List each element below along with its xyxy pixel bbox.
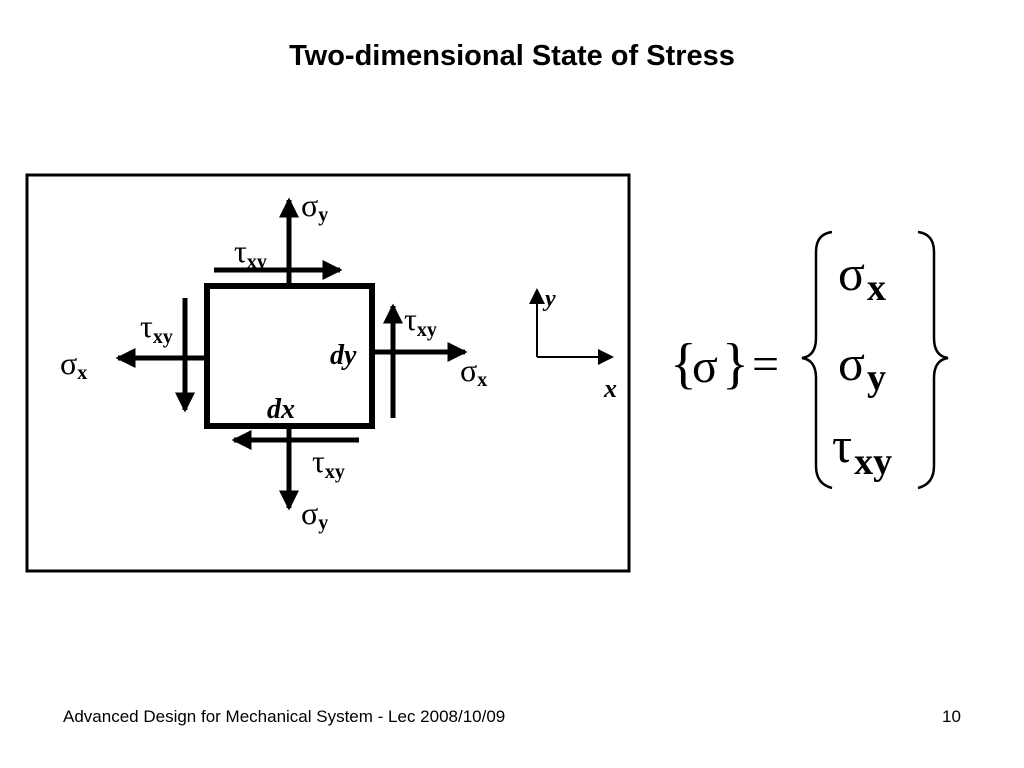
- dx-label: dx: [267, 394, 295, 425]
- sigma-y-bottom-label: σy: [301, 495, 328, 534]
- tau-left-label: τxy: [140, 308, 173, 348]
- vector-entry-sigma-y: σy: [838, 335, 886, 399]
- sigma-x-left-label: σx: [60, 345, 87, 384]
- vector-right-brace: [917, 230, 949, 490]
- lhs-close-brace: }: [722, 333, 749, 395]
- tau-right-label: τxy: [404, 301, 437, 341]
- axis-y-label: y: [542, 286, 556, 312]
- page-number: 10: [942, 707, 961, 726]
- sigma-y-top-label: σy: [301, 187, 328, 226]
- vector-entry-tau-xy: τxy: [832, 417, 892, 483]
- slide-title: Two-dimensional State of Stress: [289, 40, 735, 72]
- lhs-open-brace: {: [670, 333, 697, 395]
- axis-x-label: x: [603, 374, 617, 403]
- tau-bottom-label: τxy: [312, 443, 345, 483]
- vector-entry-sigma-x: σx: [838, 245, 886, 309]
- diagram-frame: [25, 173, 631, 573]
- footer-text: Advanced Design for Mechanical System - …: [63, 707, 506, 726]
- sigma-x-right-label: σx: [460, 352, 487, 391]
- vector-left-brace: [801, 230, 833, 490]
- stress-vector-equation: { σ } = σx σy τxy: [670, 230, 949, 490]
- tau-top-label: τxy: [234, 233, 267, 273]
- equals-sign: =: [752, 338, 779, 391]
- lhs-sigma: σ: [692, 340, 718, 393]
- dy-label: dy: [330, 340, 357, 371]
